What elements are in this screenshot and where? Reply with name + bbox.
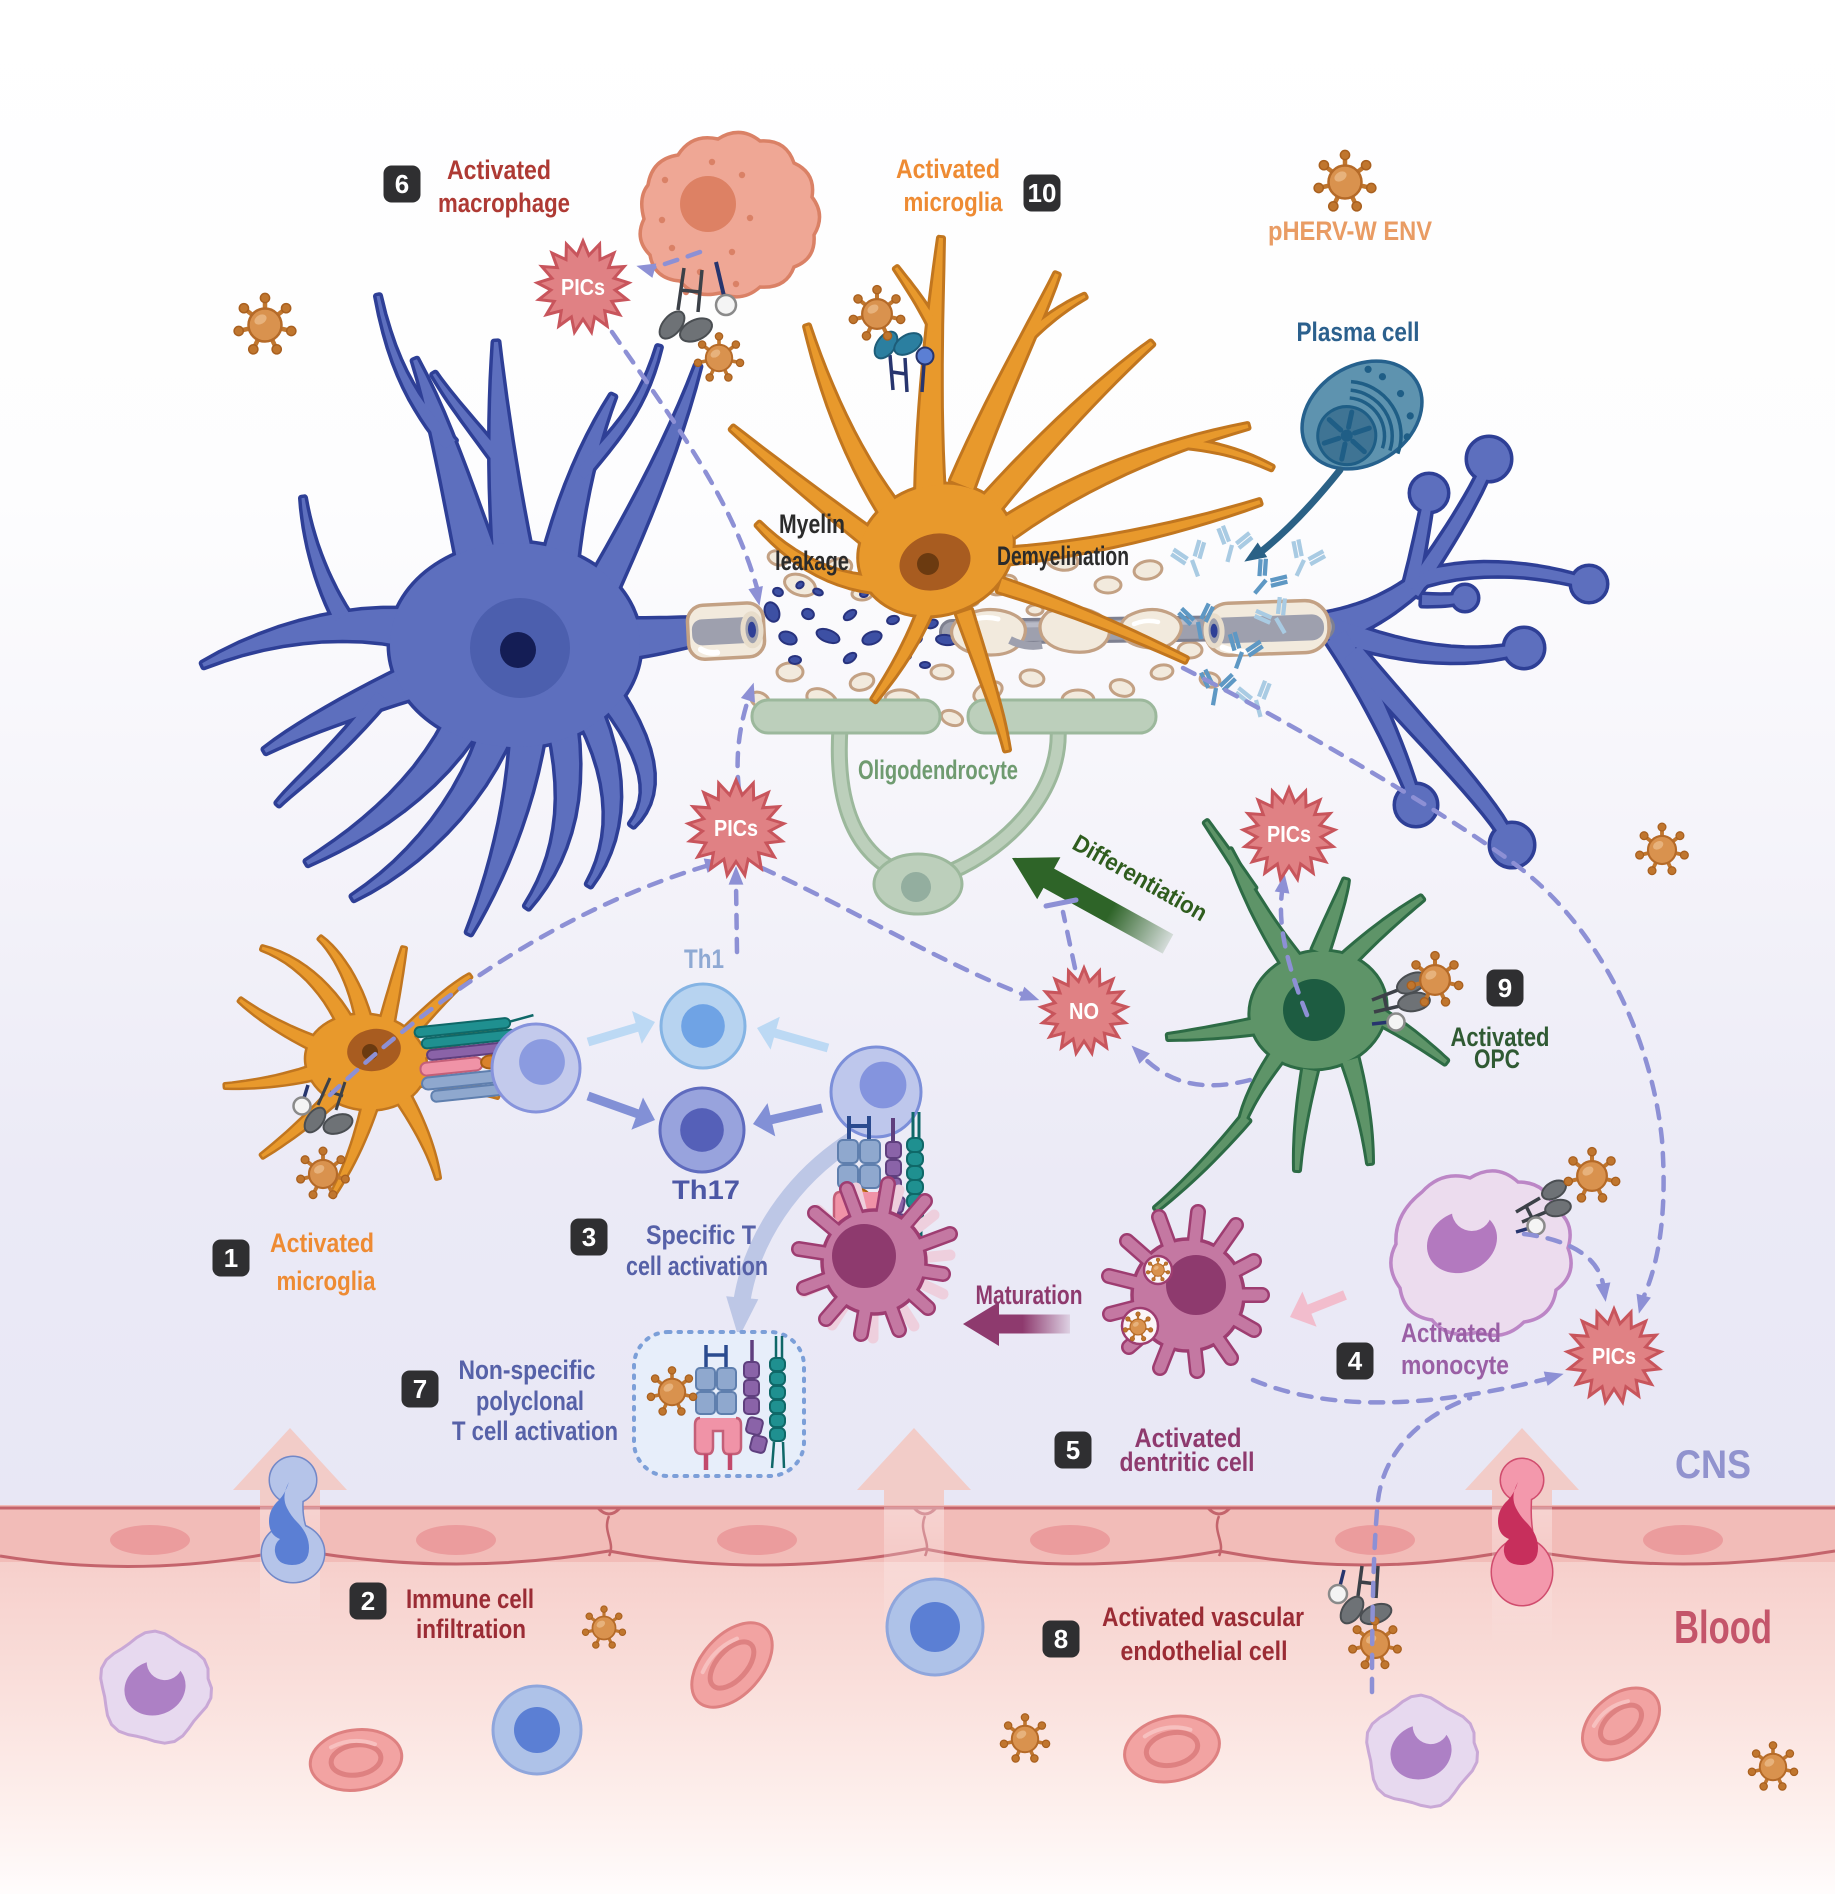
svg-text:PICs: PICs — [714, 815, 758, 841]
svg-text:Non-specific: Non-specific — [459, 1355, 596, 1385]
svg-text:Th1: Th1 — [684, 944, 724, 974]
svg-text:Specific T: Specific T — [646, 1220, 756, 1250]
svg-text:CNS: CNS — [1675, 1443, 1751, 1487]
svg-text:NO: NO — [1069, 998, 1099, 1024]
svg-text:7: 7 — [413, 1374, 427, 1404]
svg-text:4: 4 — [1348, 1346, 1363, 1376]
svg-text:monocyte: monocyte — [1401, 1350, 1509, 1380]
svg-text:endothelial cell: endothelial cell — [1121, 1636, 1288, 1666]
svg-text:Activated: Activated — [270, 1228, 374, 1258]
svg-text:Activated: Activated — [447, 155, 551, 185]
svg-text:Activated: Activated — [896, 154, 1000, 184]
svg-text:5: 5 — [1066, 1435, 1080, 1465]
svg-text:microglia: microglia — [277, 1266, 377, 1296]
svg-text:PICs: PICs — [561, 274, 605, 300]
svg-text:pHERV-W ENV: pHERV-W ENV — [1268, 216, 1432, 246]
svg-text:cell activation: cell activation — [626, 1251, 768, 1281]
svg-text:macrophage: macrophage — [438, 188, 570, 218]
svg-text:microglia: microglia — [904, 187, 1004, 217]
svg-text:6: 6 — [395, 169, 409, 199]
svg-text:3: 3 — [582, 1222, 596, 1252]
svg-text:Activated: Activated — [1451, 1022, 1550, 1052]
svg-text:PICs: PICs — [1267, 821, 1311, 847]
svg-text:infiltration: infiltration — [416, 1614, 526, 1644]
svg-text:10: 10 — [1028, 178, 1057, 208]
svg-text:Maturation: Maturation — [976, 1280, 1083, 1310]
svg-text:OPC: OPC — [1474, 1044, 1520, 1074]
svg-text:polyclonal: polyclonal — [476, 1386, 584, 1416]
svg-text:dentritic cell: dentritic cell — [1120, 1447, 1255, 1477]
svg-text:Myelin: Myelin — [779, 509, 845, 539]
svg-text:leakage: leakage — [775, 546, 849, 576]
svg-text:Immune cell: Immune cell — [406, 1584, 534, 1614]
svg-text:9: 9 — [1498, 973, 1512, 1003]
svg-text:2: 2 — [361, 1586, 375, 1616]
svg-text:Blood: Blood — [1674, 1601, 1772, 1653]
svg-text:Demyelination: Demyelination — [997, 541, 1129, 571]
svg-text:Activated vascular: Activated vascular — [1102, 1602, 1304, 1632]
svg-text:Oligodendrocyte: Oligodendrocyte — [858, 755, 1018, 785]
svg-text:Th17: Th17 — [672, 1175, 740, 1205]
svg-text:1: 1 — [224, 1243, 238, 1273]
svg-text:8: 8 — [1054, 1624, 1068, 1654]
svg-text:Activated: Activated — [1401, 1318, 1501, 1348]
svg-text:Activated: Activated — [1135, 1423, 1242, 1453]
svg-text:Plasma cell: Plasma cell — [1297, 317, 1420, 347]
svg-text:PICs: PICs — [1592, 1343, 1636, 1369]
svg-text:T cell activation: T cell activation — [452, 1416, 618, 1446]
